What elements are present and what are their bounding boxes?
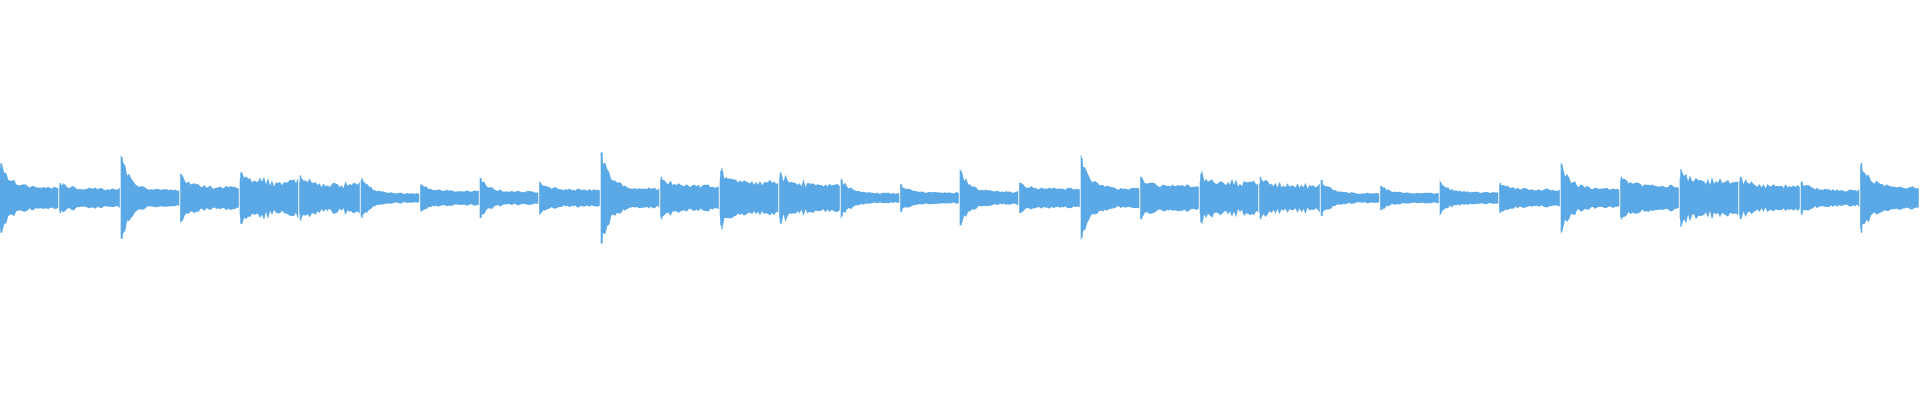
waveform-segment bbox=[1620, 178, 1679, 218]
waveform-segment bbox=[719, 167, 779, 230]
waveform-segment bbox=[900, 183, 959, 213]
waveform-segment bbox=[660, 179, 719, 217]
waveform-segment bbox=[1380, 185, 1439, 211]
waveform-segment bbox=[479, 177, 539, 219]
waveform-segment bbox=[1860, 165, 1919, 230]
waveform-segment bbox=[1140, 176, 1199, 220]
waveform-segment bbox=[239, 171, 299, 225]
waveform-segment bbox=[600, 152, 660, 244]
waveform-segment bbox=[180, 172, 239, 223]
waveform-segment bbox=[1080, 154, 1140, 240]
waveform-segment bbox=[1800, 181, 1860, 214]
waveform-segment bbox=[539, 180, 600, 216]
waveform-segment bbox=[840, 178, 900, 219]
waveform-segment bbox=[1259, 178, 1320, 218]
waveform-segment bbox=[1679, 171, 1739, 225]
waveform-segment bbox=[1320, 180, 1380, 216]
waveform-segment bbox=[59, 183, 120, 213]
waveform-segment bbox=[959, 168, 1019, 226]
waveform-segment bbox=[360, 180, 420, 217]
waveform-segment bbox=[1019, 182, 1080, 213]
waveform-segment bbox=[120, 155, 180, 239]
waveform-segment bbox=[1439, 180, 1499, 216]
waveform-segment bbox=[1739, 176, 1800, 219]
waveform-segment bbox=[779, 173, 840, 224]
waveform-segment bbox=[299, 177, 360, 219]
waveform-segment bbox=[420, 184, 479, 211]
waveform-segment bbox=[0, 164, 59, 233]
waveform-segment bbox=[1560, 162, 1620, 234]
waveform-segment bbox=[1199, 171, 1259, 225]
waveform-segment bbox=[1499, 184, 1560, 212]
